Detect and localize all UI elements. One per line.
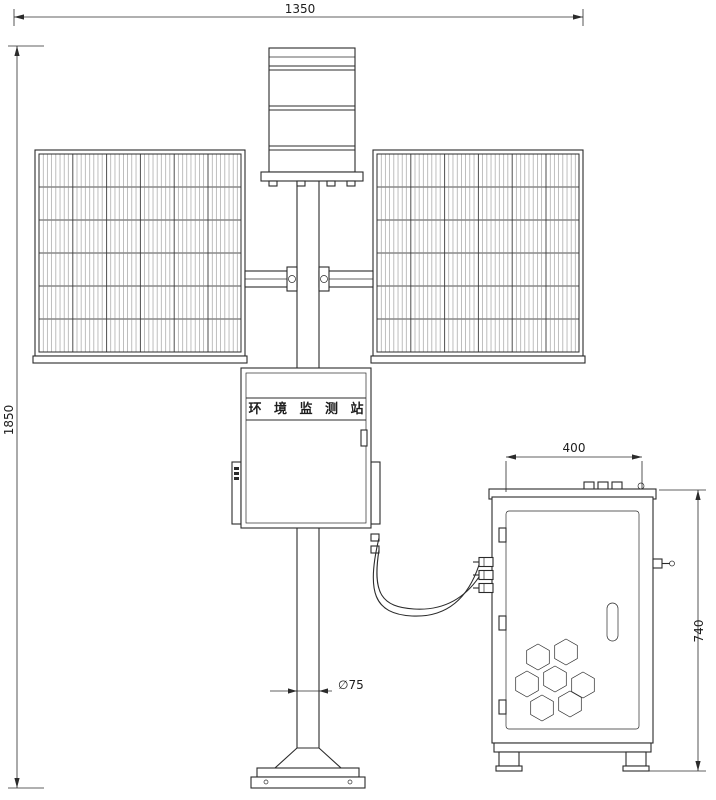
solar-panel-right-rail [370,355,586,364]
control-box-latch [360,429,368,447]
dimension-overall-height: 1850 [2,45,44,789]
dimension-label-cabinet-width: 400 [563,441,586,455]
cabinet-side-latch [652,558,675,569]
cable-gland-bottom [370,545,380,554]
arm-clamp-left [286,266,298,292]
solar-panel-left [32,149,248,364]
dimension-label-cabinet-height: 740 [692,620,706,643]
control-box-bracket-right [370,461,381,525]
cabinet-handle [606,602,619,642]
cable-gland-top [370,533,380,542]
cabinet-foot-right [622,751,650,772]
hexagon-vents [515,638,595,722]
dimension-label-overall-width: 1350 [285,2,316,16]
cabinet-base-band [493,742,652,753]
control-box-label: 环 境 监 测 站 [248,401,367,417]
cabinet-body [491,496,654,744]
control-box: 环 境 监 测 站 [231,367,381,554]
cabinet-foot-left [495,751,523,772]
dimension-overall-width: 1350 [13,2,584,26]
equipment-cabinet [473,481,675,772]
dimension-cabinet-width: 400 [505,441,643,492]
arm-clamp-right [318,266,330,292]
dimension-label-overall-height: 1850 [2,405,16,436]
solar-panel-left-rail [32,355,248,364]
dimension-cabinet-height: 740 [648,489,706,772]
dimension-pole-diameter: ∅75 [270,678,364,694]
cabinet-cable-connectors [473,556,494,594]
sensor-base-plate [260,171,364,182]
cross-arm [244,266,374,292]
pole-base [250,747,366,789]
dimension-label-pole-diameter: ∅75 [338,678,364,692]
control-box-bracket-left [231,461,242,525]
signal-cable [372,537,480,617]
sensor-stack [260,47,364,187]
solar-panel-right [370,149,586,364]
